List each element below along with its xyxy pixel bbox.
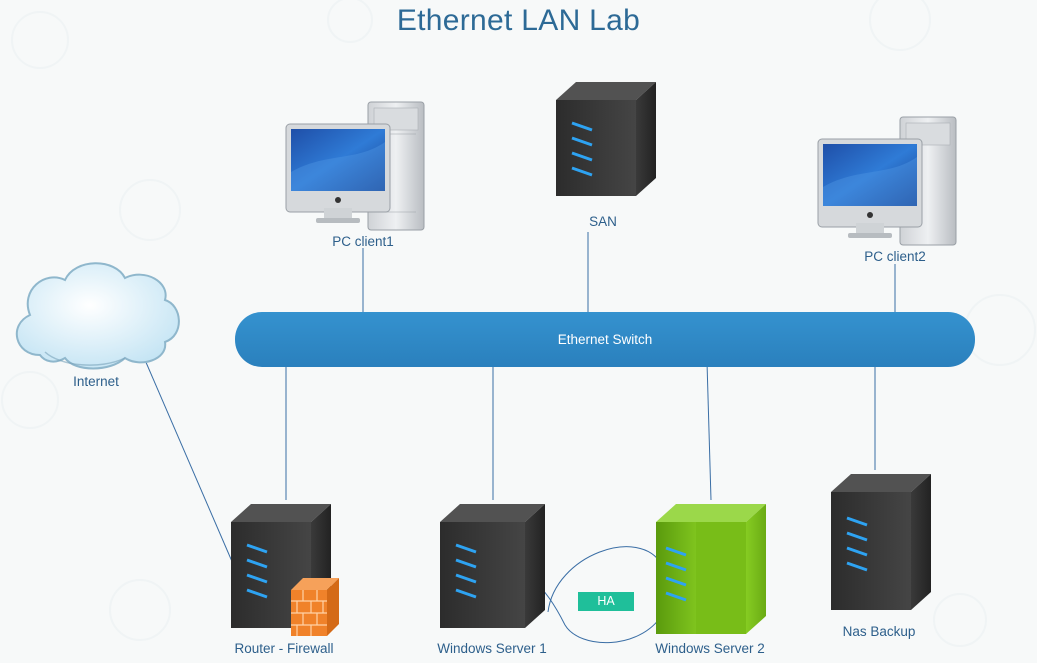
windows-server1-label: Windows Server 1 [437,641,547,656]
ethernet-switch-label: Ethernet Switch [557,332,653,347]
cloud-icon [15,262,180,370]
nas-backup-label: Nas Backup [842,624,916,639]
nas-backup-server-icon [831,474,931,610]
pc-client1-label: PC client1 [332,234,394,249]
san-label: SAN [589,214,617,229]
windows-server1-icon [440,504,545,628]
background-bubbles [1,0,1036,647]
san-server-icon [556,82,656,196]
pc-client2-icon [817,116,957,246]
internet-label: Internet [73,374,119,389]
windows-server2-icon [656,504,766,634]
link-internet-router [144,359,241,581]
firewall-icon [291,578,339,636]
pc-client2-label: PC client2 [864,249,926,264]
ethernet-switch-shape [235,312,975,367]
pc-client1-icon [285,101,425,231]
ha-badge-label: HA [597,594,615,608]
windows-server2-label: Windows Server 2 [655,641,765,656]
diagram-title: Ethernet LAN Lab [396,4,641,37]
ha-badge-shape [578,592,634,611]
router-firewall-label: Router - Firewall [234,641,334,656]
link-switch-ws2 [706,361,712,501]
